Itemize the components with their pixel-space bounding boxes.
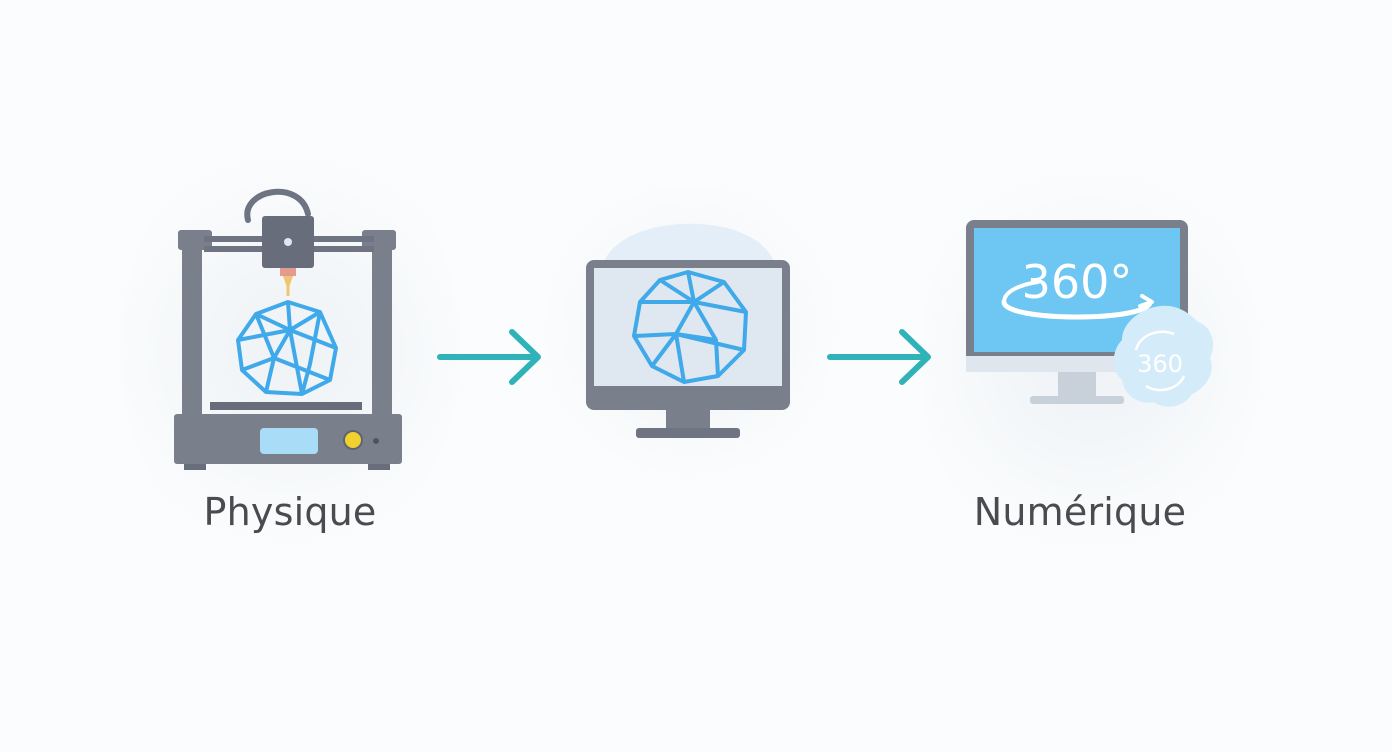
scanned-mesh-object <box>632 270 748 384</box>
step-label-digital: Numérique <box>973 490 1187 534</box>
screen-360-text: 360° <box>1022 255 1133 309</box>
printed-mesh-object <box>236 300 338 396</box>
monitor-360-view-icon: 360° 360 <box>966 220 1214 407</box>
step-label-physical: Physique <box>203 490 377 534</box>
step-physical <box>170 180 410 472</box>
360-badge-icon: 360 <box>1113 305 1214 407</box>
arrow-right-icon <box>827 329 931 385</box>
arrow-right-icon <box>437 329 541 385</box>
step-digital: 360° 360 <box>964 218 1224 448</box>
3d-printer-icon <box>174 188 402 470</box>
badge-360-text: 360 <box>1137 350 1183 378</box>
step-scan <box>584 216 794 444</box>
halo-physical <box>120 130 460 570</box>
monitor-3d-model-icon <box>586 223 790 438</box>
